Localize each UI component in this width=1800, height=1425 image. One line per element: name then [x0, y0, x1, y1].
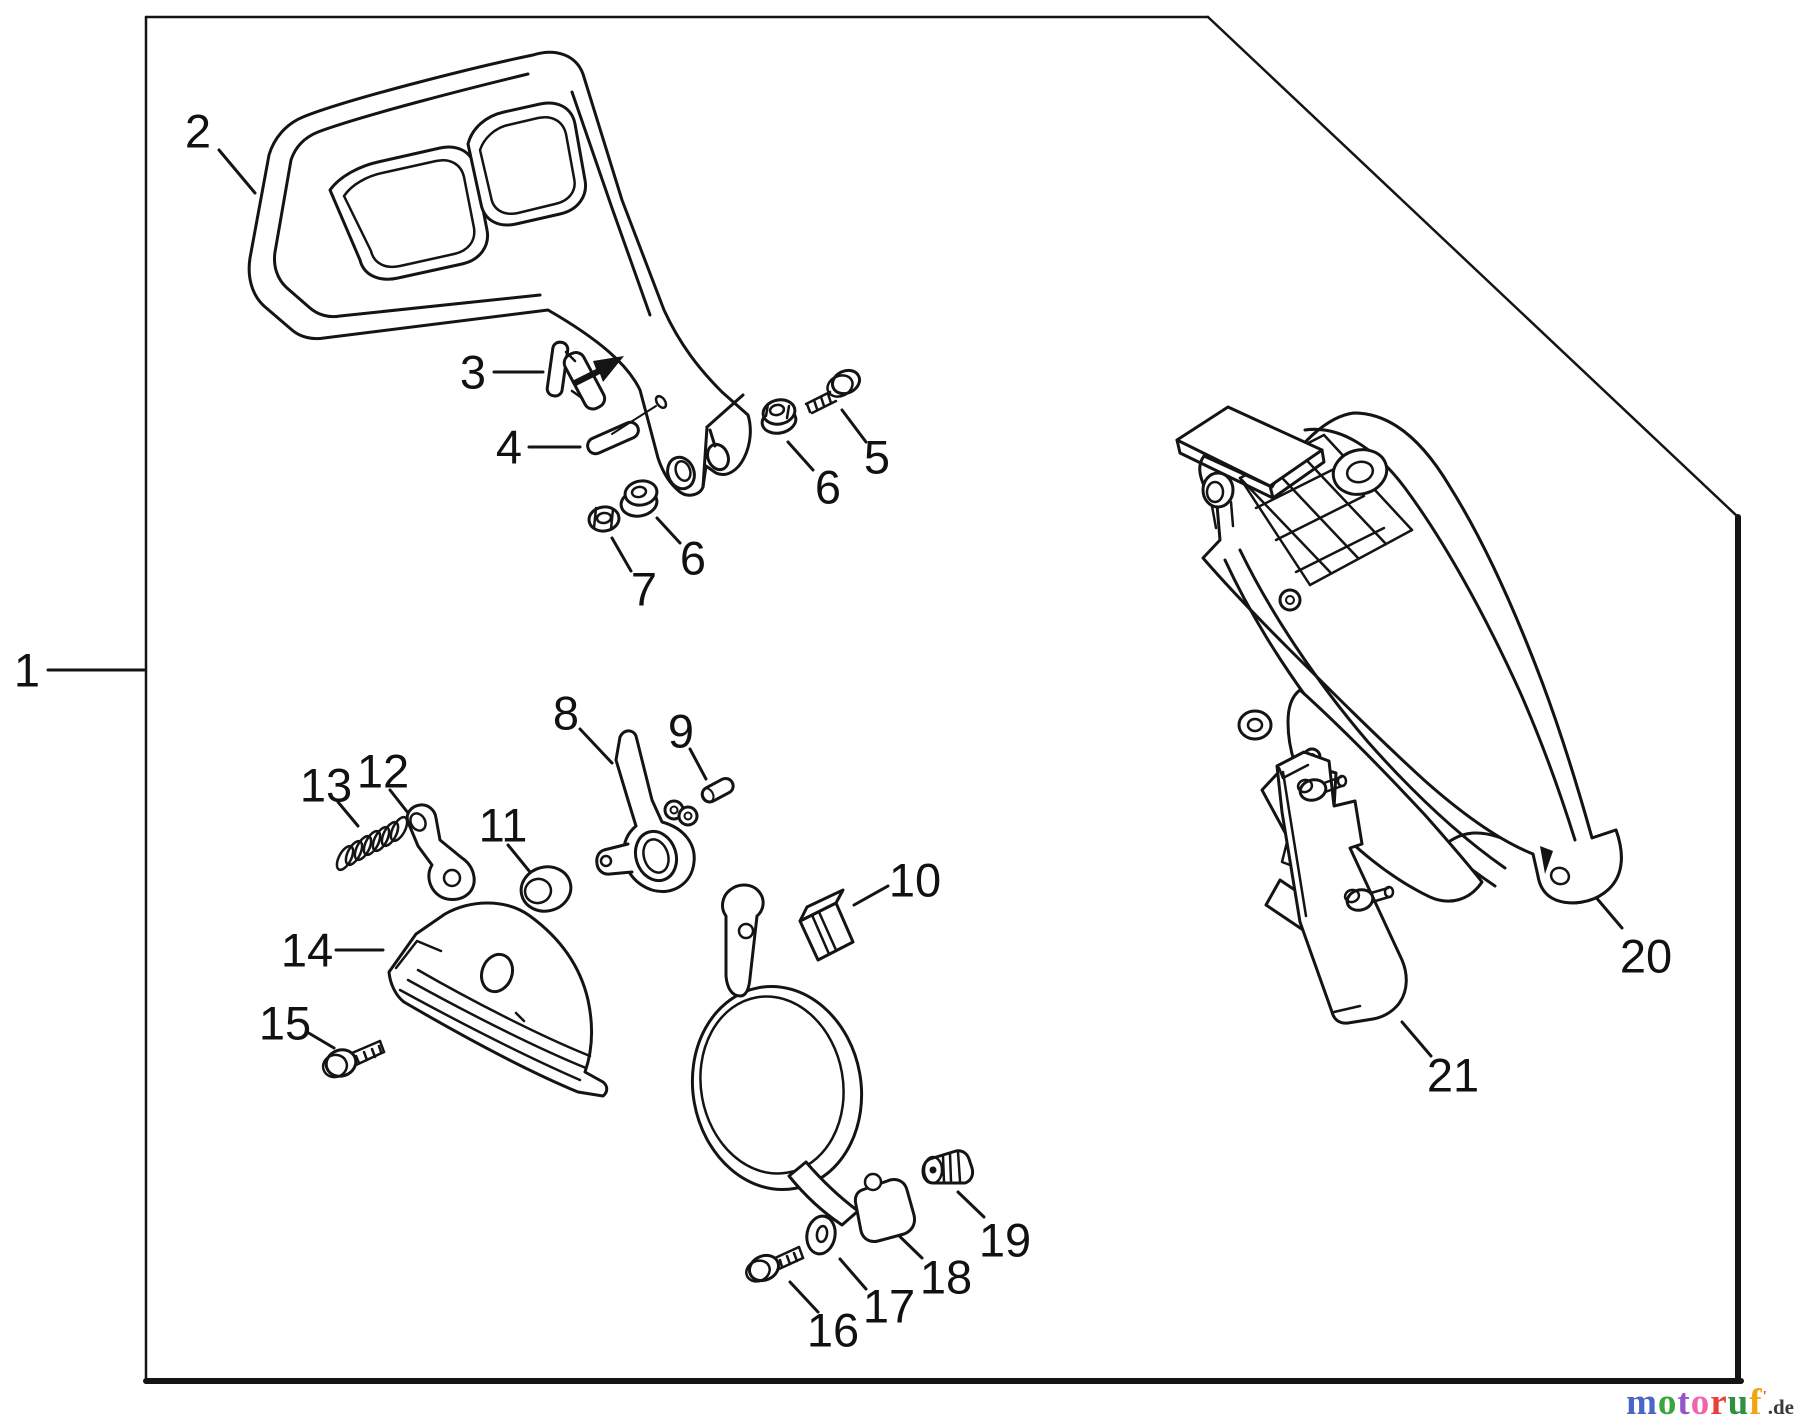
part-7-hex-nut — [587, 505, 621, 533]
part-label-4: 4 — [495, 420, 523, 474]
part-14-side-cover — [387, 901, 609, 1098]
part-label-20: 20 — [1619, 929, 1673, 983]
part-label-8: 8 — [552, 686, 580, 740]
part-10-block — [798, 888, 855, 962]
logo-tick: ' — [1762, 1388, 1768, 1405]
part-label-5: 5 — [863, 430, 891, 484]
part-label-12: 12 — [356, 744, 410, 798]
logo-letter: f — [1749, 1382, 1763, 1423]
part-label-13: 13 — [299, 758, 353, 812]
part-label-17: 17 — [862, 1279, 916, 1333]
logo-letter: t — [1677, 1382, 1691, 1423]
direction-arrow-icon — [572, 356, 624, 386]
part-17-washer — [805, 1214, 837, 1256]
part-13-spring — [335, 815, 409, 872]
part-label-19: 19 — [978, 1213, 1032, 1267]
part-11-bushing — [519, 865, 573, 913]
part-20-clutch-cover — [1175, 405, 1623, 984]
part-19-adjuster-plug — [921, 1149, 975, 1185]
part-6-flange-nut-right — [760, 398, 798, 435]
logo-suffix: .de — [1767, 1395, 1794, 1419]
part-label-6b: 6 — [679, 531, 707, 585]
part-2-hand-guard — [247, 50, 752, 497]
part-label-11: 11 — [478, 798, 528, 852]
logo-letter: m — [1626, 1382, 1658, 1423]
logo-letter: o — [1657, 1382, 1678, 1423]
motoruf-logo: motoruf'.de — [1626, 1384, 1794, 1421]
part-label-2: 2 — [184, 104, 212, 158]
part-label-14: 14 — [280, 923, 334, 977]
part-label-18: 18 — [919, 1250, 973, 1304]
part-16-bolt — [745, 1245, 805, 1283]
part-label-1: 1 — [13, 643, 41, 697]
diagram-frame — [143, 15, 1744, 1384]
brake-band-assembly — [690, 883, 975, 1283]
part-4-pin — [586, 394, 668, 456]
part-label-3: 3 — [459, 345, 487, 399]
part-3-clip — [545, 340, 624, 411]
part-21-guide-plate — [1275, 750, 1408, 1025]
part-8-cam-lever — [595, 729, 699, 893]
part-18-band-end — [853, 1172, 916, 1243]
logo-letter: o — [1690, 1382, 1711, 1423]
part-label-15: 15 — [258, 996, 312, 1050]
part-9-pin — [700, 776, 735, 804]
part-12-link — [405, 803, 476, 901]
part-15-screw — [321, 1039, 386, 1079]
part-6-flange-nut-lower — [619, 479, 659, 518]
part-label-6: 6 — [814, 460, 842, 514]
part-label-9: 9 — [667, 704, 695, 758]
part-label-16: 16 — [806, 1303, 860, 1357]
leader-lines — [46, 148, 1624, 1314]
part-5-bolt — [804, 368, 862, 415]
part-label-10: 10 — [888, 853, 942, 907]
part-label-7: 7 — [630, 562, 658, 616]
logo-letter: r — [1710, 1382, 1728, 1423]
logo-letter: u — [1727, 1382, 1750, 1423]
part-label-21: 21 — [1426, 1048, 1480, 1102]
